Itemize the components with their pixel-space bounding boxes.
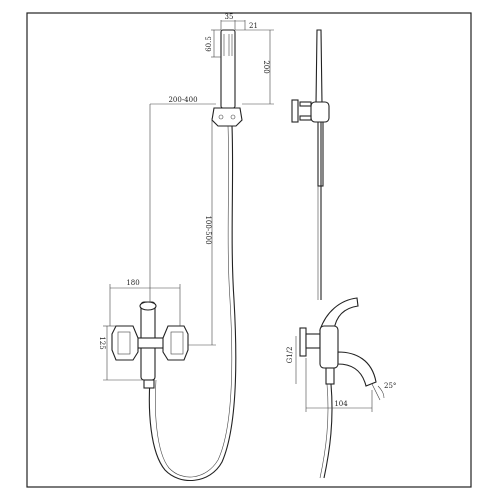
dim-mixer-centers: 180 xyxy=(109,279,181,326)
dim-rail-height-label: 100-500 xyxy=(204,215,212,244)
dim-spout-angle-label: 25° xyxy=(384,382,396,390)
dim-mixer-height: 125 xyxy=(98,325,144,381)
dim-spout-reach-label: 104 xyxy=(334,400,348,408)
shower-holder xyxy=(211,107,243,127)
dim-head-depth-label: 21 xyxy=(249,22,258,30)
front-view: 35 21 60.5 200 200-400 100-500 xyxy=(98,13,274,482)
dim-head-face: 60.5 xyxy=(205,29,221,58)
dim-holder-offset-label: 200-400 xyxy=(168,96,197,104)
dim-spout-angle: 25° xyxy=(371,382,396,401)
dim-head-face-label: 60.5 xyxy=(205,36,213,52)
dim-holder-offset: 200-400 xyxy=(149,96,216,302)
hand-shower-head xyxy=(220,29,236,109)
dim-head-width-label: 35 xyxy=(225,13,234,21)
drawing-frame xyxy=(26,12,472,488)
dim-thread-label: G1/2 xyxy=(286,347,294,364)
side-hand-shower xyxy=(315,29,323,105)
dim-mixer-height-label: 125 xyxy=(98,336,106,349)
bath-mixer-side xyxy=(299,297,377,387)
dim-mixer-centers-label: 180 xyxy=(126,279,139,287)
dim-spout-reach: 104 xyxy=(305,358,373,412)
dim-head-length-label: 200 xyxy=(262,60,270,73)
bath-mixer-front xyxy=(111,301,189,389)
dim-thread: G1/2 xyxy=(286,336,297,384)
dim-head-length: 200 xyxy=(235,29,274,105)
shower-hose xyxy=(148,125,237,482)
dim-head-width: 35 21 xyxy=(220,13,258,30)
dim-rail-height: 100-500 xyxy=(188,118,216,346)
side-view: G1/2 104 25° xyxy=(286,29,396,479)
